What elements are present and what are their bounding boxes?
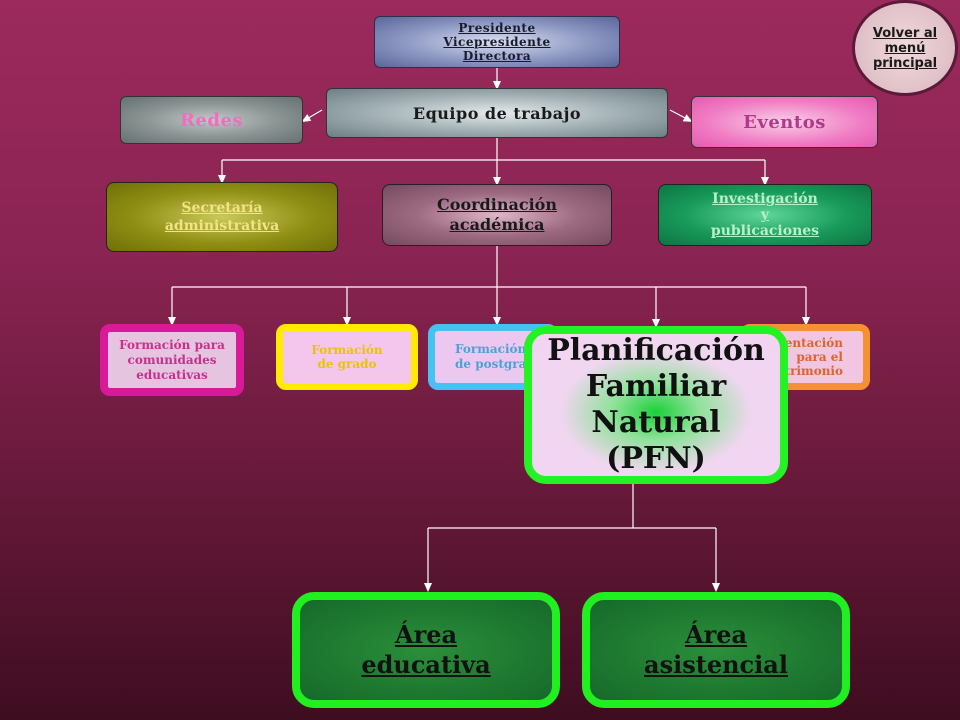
secretaria-label-line2: administrativa xyxy=(164,218,280,234)
back-to-main-menu-button[interactable]: Volver al menú principal xyxy=(852,0,958,96)
back-button-line3: principal xyxy=(872,55,938,71)
pfn-line3: Natural xyxy=(591,405,721,440)
area-asistencial-line1: Área xyxy=(684,620,748,649)
secretaria-label-line1: Secretaría xyxy=(181,200,263,216)
formacion-comunidades-line1: Formación para xyxy=(119,337,225,352)
coordinacion-node[interactable]: Coordinación académica xyxy=(382,184,612,246)
director-label: Directora xyxy=(462,49,532,63)
vicepresident-label: Vicepresidente xyxy=(443,35,551,49)
area-asistencial-line2: asistencial xyxy=(644,650,788,679)
secretaria-node[interactable]: Secretaría administrativa xyxy=(106,182,338,252)
team-label: Equipo de trabajo xyxy=(412,103,582,123)
back-button-line1: Volver al xyxy=(872,25,938,41)
investigacion-node[interactable]: Investigación y publicaciones xyxy=(658,184,872,246)
connector-team-eventos xyxy=(669,109,693,122)
president-node[interactable]: Presidente Vicepresidente Directora xyxy=(374,16,620,68)
orientacion-line2: para el xyxy=(796,350,843,364)
redes-node[interactable]: Redes xyxy=(120,96,303,144)
redes-label: Redes xyxy=(179,109,244,131)
pfn-node[interactable]: Planificación Familiar Natural (PFN) xyxy=(524,326,788,484)
formacion-grado-node[interactable]: Formación de grado xyxy=(276,324,418,390)
area-asistencial-button[interactable]: Área asistencial xyxy=(582,592,850,708)
eventos-node[interactable]: Eventos xyxy=(691,96,878,148)
team-node[interactable]: Equipo de trabajo xyxy=(326,88,668,138)
formacion-comunidades-line2: comunidades xyxy=(127,352,217,367)
formacion-comunidades-node[interactable]: Formación para comunidades educativas xyxy=(100,324,244,396)
coordinacion-label-line1: Coordinación xyxy=(437,195,557,214)
pfn-line2: Familiar xyxy=(585,369,727,404)
formacion-postgrado-line1: Formación xyxy=(455,342,527,356)
formacion-comunidades-line3: educativas xyxy=(136,367,208,382)
president-label: Presidente xyxy=(458,21,536,35)
formacion-grado-line2: de grado xyxy=(317,357,377,371)
coordinacion-label-line2: académica xyxy=(449,215,545,234)
pfn-line4: (PFN) xyxy=(606,441,706,476)
eventos-label: Eventos xyxy=(743,111,826,133)
investigacion-label-line1: Investigación xyxy=(712,191,818,207)
formacion-postgrado-line2: de postgrado xyxy=(455,357,543,371)
area-educativa-line2: educativa xyxy=(361,650,491,679)
area-educativa-button[interactable]: Área educativa xyxy=(292,592,560,708)
investigacion-label-line2: y xyxy=(760,207,770,223)
connector-team-redes xyxy=(301,109,323,123)
pfn-line1: Planificación xyxy=(547,333,765,368)
area-educativa-line1: Área xyxy=(394,620,458,649)
formacion-grado-line1: Formación xyxy=(311,343,383,357)
investigacion-label-line3: publicaciones xyxy=(710,223,820,239)
back-button-line2: menú xyxy=(884,40,926,56)
